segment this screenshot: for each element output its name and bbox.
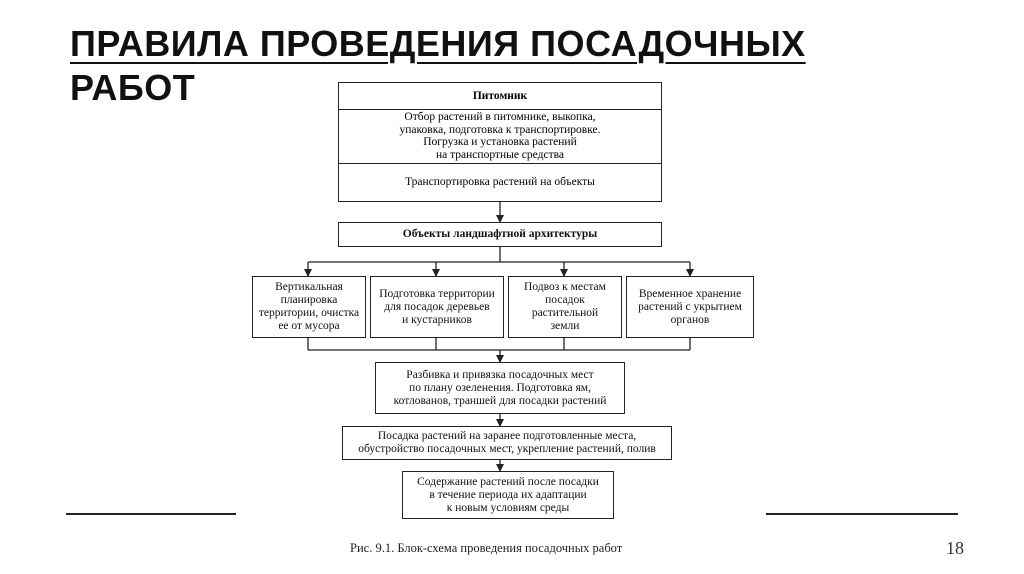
branch-line: для посадок деревьев: [384, 300, 490, 313]
care-line: Содержание растений после посадки: [417, 475, 599, 488]
branch-line: земли: [550, 320, 580, 332]
nursery-task-line: упаковка, подготовка к транспортировке.: [399, 123, 601, 136]
objects-box: Объекты ландшафтной архитектуры: [338, 222, 662, 247]
nursery-task-line: на транспортные средства: [436, 148, 564, 161]
right-rule: [766, 513, 958, 515]
branch-box-2: Подготовка территории для посадок деревь…: [370, 276, 504, 338]
nursery-transport: Транспортировка растений на объекты: [405, 176, 595, 188]
marking-line: по плану озеленения. Подготовка ям,: [409, 381, 591, 394]
branch-line: растений с укрытием: [638, 300, 742, 313]
figure-caption: Рис. 9.1. Блок-схема проведения посадочн…: [350, 541, 623, 555]
slide-title-line2: РАБОТ: [70, 67, 196, 108]
care-box: Содержание растений после посадки в тече…: [402, 471, 614, 519]
page-number: 18: [946, 538, 964, 558]
branch-box-3: Подвоз к местам посадок растительной зем…: [508, 276, 622, 338]
branch-line: ее от мусора: [278, 320, 340, 332]
branch-line: органов: [670, 313, 710, 326]
branch-line: Подготовка территории: [379, 287, 495, 300]
branch-line: планировка: [280, 294, 338, 306]
branch-line: и кустарников: [402, 313, 472, 326]
nursery-task-line: Отбор растений в питомнике, выкопка,: [404, 111, 596, 123]
branch-line: растительной: [531, 307, 599, 319]
planting-box: Посадка растений на заранее подготовленн…: [342, 426, 672, 460]
care-line: к новым условиям среды: [446, 501, 570, 514]
marking-box: Разбивка и привязка посадочных мест по п…: [375, 362, 625, 414]
nursery-block: Питомник Отбор растений в питомнике, вык…: [338, 82, 662, 202]
marking-line: Разбивка и привязка посадочных мест: [406, 368, 594, 381]
care-line: в течение периода их адаптации: [429, 488, 587, 501]
slide-title-line1: ПРАВИЛА ПРОВЕДЕНИЯ ПОСАДОЧНЫХ: [70, 23, 806, 64]
nursery-tasks: Отбор растений в питомнике, выкопка, упа…: [339, 109, 661, 164]
slide-title: ПРАВИЛА ПРОВЕДЕНИЯ ПОСАДОЧНЫХ РАБОТ: [70, 22, 806, 110]
branch-box-1: Вертикальная планировка территории, очис…: [252, 276, 366, 338]
branch-line: территории, очистка: [258, 307, 360, 319]
branch-box-4: Временное хранение растений с укрытием о…: [626, 276, 754, 338]
planting-line: Посадка растений на заранее подготовленн…: [377, 430, 637, 442]
branch-line: Временное хранение: [638, 287, 742, 300]
nursery-header: Питомник: [339, 83, 661, 110]
marking-line: котлованов, траншей для посадки растений: [393, 394, 607, 407]
branch-line: Вертикальная: [275, 281, 343, 293]
branch-line: посадок: [545, 294, 585, 306]
branch-line: Подвоз к местам: [524, 281, 606, 293]
left-rule: [66, 513, 236, 515]
planting-line: обустройство посадочных мест, укрепление…: [358, 443, 656, 455]
nursery-task-line: Погрузка и установка растений: [423, 136, 577, 148]
